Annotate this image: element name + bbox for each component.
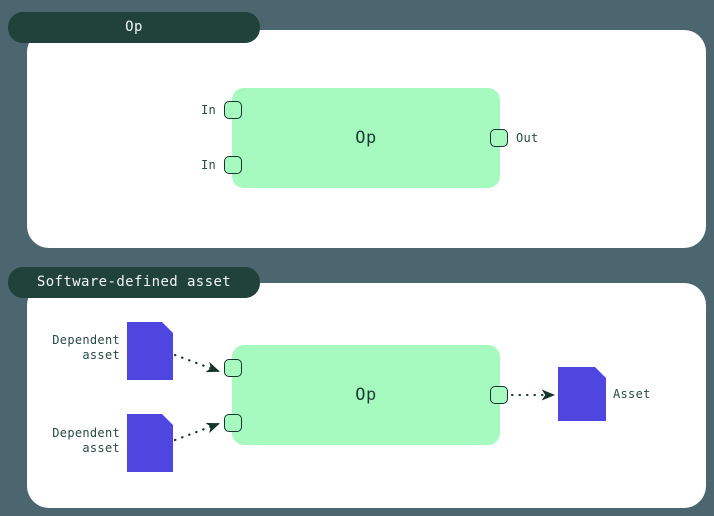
op-node-bottom-label: Op [355, 385, 377, 405]
op-node-top-output-label-1: Out [516, 131, 539, 145]
op-node-bottom-input-port-1[interactable] [224, 359, 242, 377]
op-node-top-input-label-2: In [200, 158, 216, 172]
op-node-top-output-port-1[interactable] [490, 129, 508, 147]
op-node-top-input-label-1: In [200, 103, 216, 117]
op-node-bottom[interactable]: Op [232, 345, 500, 445]
dependent-asset-shape-1[interactable] [127, 322, 173, 380]
op-node-bottom-input-port-2[interactable] [224, 414, 242, 432]
output-asset-shape[interactable] [558, 367, 606, 421]
dependent-asset-shape-2[interactable] [127, 414, 173, 472]
op-node-top[interactable]: Op [232, 88, 500, 188]
output-asset-label: Asset [613, 387, 651, 401]
op-node-top-input-port-2[interactable] [224, 156, 242, 174]
dependent-asset-label-1: Dependent asset [52, 333, 120, 362]
software-defined-asset-panel-tab[interactable]: Software-defined asset [8, 267, 260, 298]
op-node-bottom-output-port-1[interactable] [490, 386, 508, 404]
op-node-top-input-port-1[interactable] [224, 101, 242, 119]
op-panel-tab[interactable]: Op [8, 12, 260, 43]
dependent-asset-label-2: Dependent asset [52, 426, 120, 455]
op-node-top-label: Op [355, 128, 377, 148]
